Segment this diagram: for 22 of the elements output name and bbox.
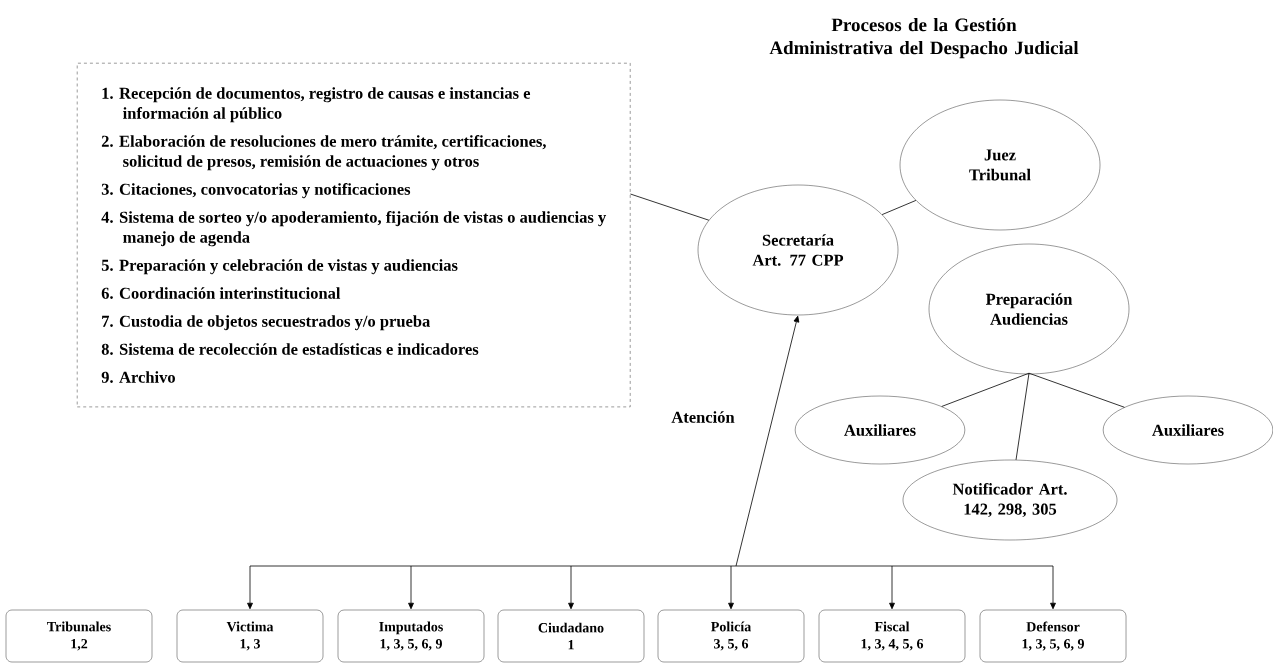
title: Procesos de la Gestión Administrativa del Despacho Judicial bbox=[769, 17, 1079, 59]
connector bbox=[941, 372, 1030, 407]
arrow bbox=[408, 565, 414, 610]
connector bbox=[249, 315, 1054, 567]
rounded-box: Victima 1, 3 bbox=[176, 609, 324, 663]
rounded-box: Policía 3, 5, 6 bbox=[657, 609, 805, 663]
process-list-box: 1. Recepción de documentos, registro de causas e instancias e información al público 2. Elaboración de resoluciones de mero trámite, certificaciones, solicitud de presos, remisión de actuaciones y otros 3. Citaciones, convocatorias y notificaciones 4. Sistema de sorteo y/o apoderamiento, fijación de vistas o audiencias y manejo de agenda 5. Preparación y celebración de vistas y audiencias 6. Coordinación interinstitucional 7. Custodia de objetos secuestrados y/o prueba 8. Sistema de recolección de estadísticas e indicadores 9. Archivo bbox=[77, 63, 631, 408]
arrow bbox=[889, 565, 895, 610]
arrow bbox=[568, 565, 574, 610]
rounded-box: Fiscal 1, 3, 4, 5, 6 bbox=[818, 609, 966, 663]
rounded-box: Tribunales 1,2 bbox=[5, 609, 153, 663]
arrow bbox=[728, 565, 734, 610]
connector bbox=[1015, 372, 1030, 461]
rounded-box: Defensor 1, 3, 5, 6, 9 bbox=[979, 609, 1127, 663]
connector bbox=[1028, 372, 1125, 408]
arrow bbox=[1050, 565, 1056, 610]
rounded-box: Imputados 1, 3, 5, 6, 9 bbox=[337, 609, 485, 663]
text-label: Atención bbox=[669, 409, 737, 425]
rounded-box: Ciudadano 1 bbox=[497, 609, 645, 663]
connector bbox=[881, 200, 917, 215]
arrow bbox=[247, 565, 253, 610]
connector bbox=[630, 193, 710, 221]
